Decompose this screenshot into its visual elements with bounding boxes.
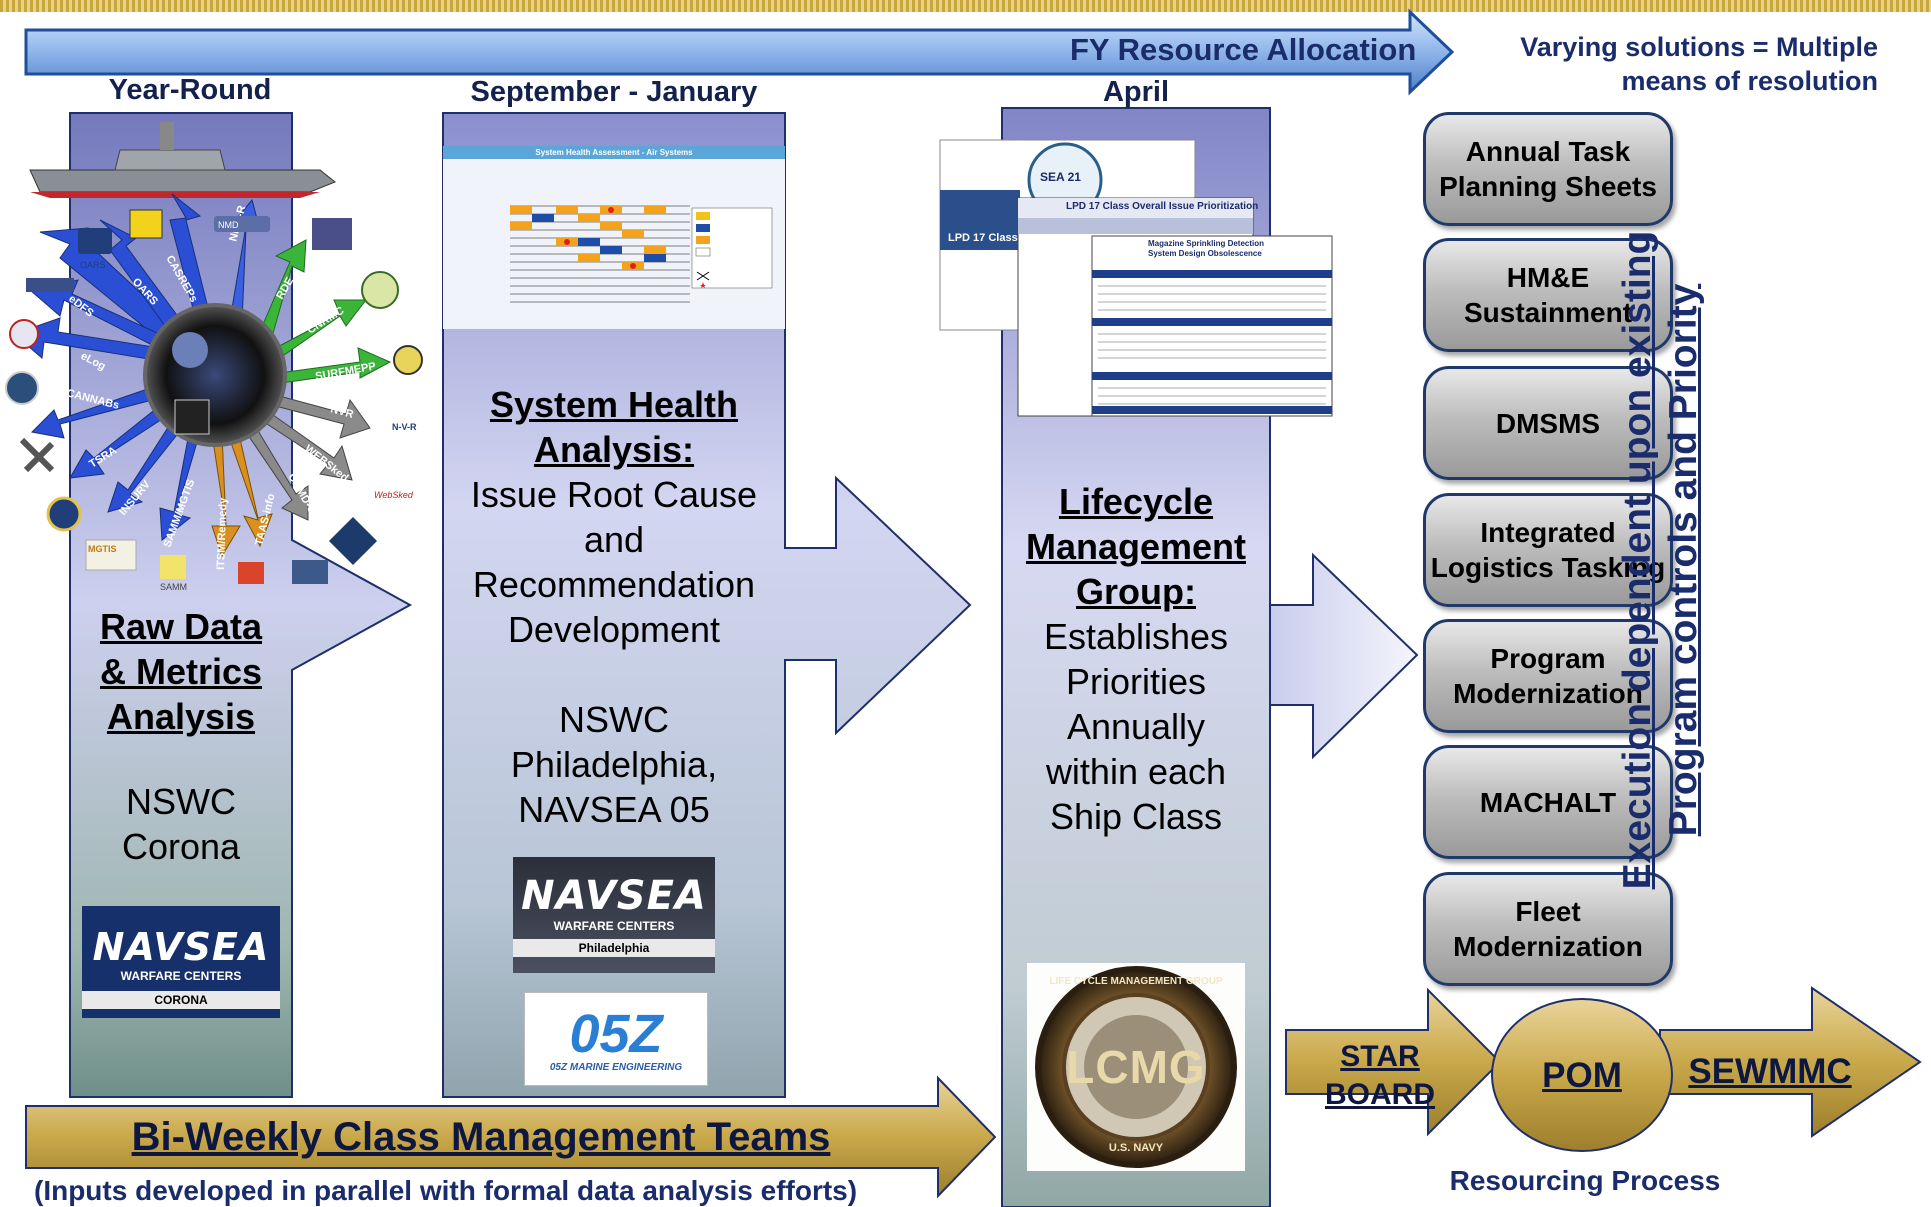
05z-logo-mark: 05Z [569, 1003, 663, 1064]
starboard-line-1: STAR [1340, 1040, 1420, 1073]
raw-data-title-line-2: & Metrics [99, 651, 263, 692]
varying-line-2: means of resolution [1621, 66, 1878, 96]
system-health-table-title: System Health Assessment - Air Systems [535, 148, 693, 157]
lcmg-bottom-text: U.S. NAVY [1108, 1142, 1164, 1154]
websked-small-label: WebSked [374, 490, 414, 500]
samm-small-label: SAMM [160, 582, 187, 592]
column-header-year-round: Year-Round [108, 74, 272, 106]
nmd-small-label: NMD [218, 220, 239, 230]
sea21-label: SEA 21 [1040, 170, 1081, 184]
system-health-body-line-1: Issue Root Cause [470, 474, 758, 515]
system-health-title-line-1: System Health [489, 384, 739, 425]
lpd17-doc-title: LPD 17 Class Overall Issue Prioritizatio… [1066, 201, 1259, 212]
navsea-philadelphia-sub: WARFARE CENTERS [553, 919, 675, 933]
solution-program-modernization: Program Modernization [1423, 619, 1673, 733]
mgtis-small-label: MGTIS [88, 544, 117, 554]
05z-logo-caption: 05Z MARINE ENGINEERING [549, 1061, 683, 1073]
lifecycle-body-line-1: Establishes [1043, 616, 1229, 657]
solution-integrated-logistics-tasking: Integrated Logistics Tasking [1423, 493, 1673, 607]
system-health-body-line-7: Philadelphia, [510, 744, 718, 785]
varying-line-1: Varying solutions = Multiple [1520, 32, 1878, 62]
solution-hme-sustainment: HM&E Sustainment [1423, 238, 1673, 352]
lifecycle-body-line-5: Ship Class [1049, 796, 1223, 837]
system-health-title-line-2: Analysis: [533, 429, 695, 470]
solution-annual-task-planning-sheets: Annual Task Planning Sheets [1423, 112, 1673, 226]
raw-data-title-line-1: Raw Data [99, 606, 263, 647]
sewmmc-label: SEWMMC [1688, 1052, 1852, 1091]
resourcing-process-caption: Resourcing Process [1449, 1165, 1721, 1196]
navsea-philadelphia-word: NAVSEA [521, 873, 707, 919]
system-health-column-text: System Health Analysis: Issue Root Cause… [443, 382, 785, 832]
nvr-small-label: N-V-R [392, 422, 417, 432]
solution-machalt: MACHALT [1423, 745, 1673, 859]
varying-solutions-note: Varying solutions = Multiple means of re… [1460, 30, 1878, 98]
lcmg-seal [1027, 963, 1245, 1171]
oars-small-label: OARS [80, 260, 106, 270]
biweekly-class-management-label: Bi-Weekly Class Management Teams [131, 1115, 831, 1159]
system-health-body-line-2: and [583, 519, 645, 560]
starboard-label: STAR BOARD [1300, 1038, 1460, 1114]
lifecycle-body-line-2: Priorities [1065, 661, 1207, 702]
spoke-label-nvr: NVR [329, 403, 355, 421]
lpd17-documents [939, 139, 1333, 417]
navsea-corona-sub: WARFARE CENTERS [120, 969, 242, 983]
system-health-body-line-3: Recommendation [472, 564, 756, 605]
navsea-corona-word: NAVSEA [92, 925, 270, 969]
system-health-body-line-6: NSWC [559, 699, 669, 740]
lcmg-letters: LCMG [1066, 1041, 1206, 1093]
system-health-body-line-8: NAVSEA 05 [518, 789, 710, 830]
lifecycle-title-line-1: Lifecycle [1058, 481, 1214, 522]
navsea-philadelphia-location: Philadelphia [513, 939, 715, 957]
lifecycle-column-text: Lifecycle Management Group: Establishes … [1002, 479, 1270, 839]
lifecycle-title-line-3: Group: [1076, 571, 1196, 612]
raw-data-body-line-2: Corona [121, 826, 241, 867]
execution-note-line-1: Execution dependent upon existing [1616, 230, 1659, 890]
spoke-label-cnrmc: CNRMC [305, 305, 346, 337]
execution-dependent-note: Execution dependent upon existing Progra… [1615, 180, 1705, 940]
lifecycle-body-line-3: Annually [1066, 706, 1206, 747]
column-header-april: April [1102, 76, 1170, 108]
biweekly-caption: (Inputs developed in parallel with forma… [34, 1175, 858, 1206]
solution-fleet-modernization: Fleet Modernization [1423, 872, 1673, 986]
solution-dmsms: DMSMS [1423, 366, 1673, 480]
raw-data-column-text: Raw Data & Metrics Analysis NSWC Corona [70, 604, 292, 869]
top-decorative-band [0, 0, 1931, 12]
execution-note-line-2: Program controls and Priority [1662, 283, 1705, 837]
navsea-corona-location: CORONA [82, 991, 280, 1009]
raw-data-body-line-1: NSWC [126, 781, 236, 822]
lpd17-doc-subtitle-2: System Design Obsolescence [1148, 249, 1262, 258]
pom-label: POM [1542, 1056, 1622, 1095]
lifecycle-title-line-2: Management [1025, 526, 1247, 567]
spoke-label-itsm-remedy: ITSM/Remedy [215, 497, 230, 570]
lcmg-top-text: LIFE CYCLE MANAGEMENT GROUP [1049, 976, 1223, 987]
raw-data-title-line-3: Analysis [106, 696, 256, 737]
05z-marine-engineering-logo: 05Z 05Z MARINE ENGINEERING [524, 992, 708, 1086]
lifecycle-body-line-4: within each [1045, 751, 1227, 792]
column-header-sep-jan: September - January [470, 76, 758, 108]
system-health-body-line-4: Development [507, 609, 721, 650]
navsea-corona-logo: NAVSEA WARFARE CENTERS CORONA [82, 906, 280, 1018]
lpd17-class-label: LPD 17 Class [948, 232, 1018, 244]
fy-resource-allocation-label: FY Resource Allocation [1070, 32, 1417, 67]
navsea-philadelphia-logo: NAVSEA WARFARE CENTERS Philadelphia [513, 857, 715, 973]
starboard-line-2: BOARD [1325, 1078, 1435, 1111]
lpd17-doc-subtitle-1: Magazine Sprinkling Detection [1148, 239, 1265, 248]
system-health-table [443, 146, 785, 329]
